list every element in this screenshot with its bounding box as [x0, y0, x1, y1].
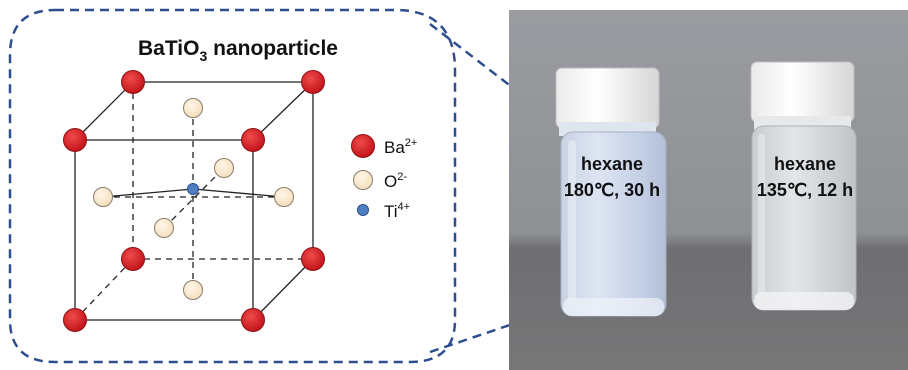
vial-left [555, 67, 667, 317]
barium-atom [121, 247, 145, 271]
oxygen-atom [274, 187, 294, 207]
callout-bubble [8, 8, 457, 364]
oxygen-atom [154, 218, 174, 238]
barium-atom [241, 308, 265, 332]
vial-left-solvent-label: hexane [581, 154, 643, 174]
diagram-title: BaTiO3 nanoparticle [138, 37, 338, 64]
crystal-lattice [74, 81, 314, 321]
legend-ti-swatch [357, 204, 369, 216]
barium-atoms [63, 70, 325, 332]
legend-ba-swatch [351, 134, 375, 158]
oxygen-atom [183, 98, 203, 118]
oxygen-atom [183, 280, 203, 300]
barium-atom [63, 128, 87, 152]
titanium-atom [187, 183, 199, 195]
vial-right-cap [750, 61, 855, 123]
oxygen-atom [214, 158, 234, 178]
legend-o-swatch [353, 170, 373, 190]
cube-edge [74, 81, 134, 141]
vial-right-conditions-label: 135℃, 12 h [757, 180, 853, 200]
bond-line [192, 188, 285, 198]
vial-right-solvent-label: hexane [774, 154, 836, 174]
barium-atom [121, 70, 145, 94]
legend-o-label: O2- [384, 171, 407, 191]
barium-atom [301, 70, 325, 94]
bond-line [163, 167, 225, 229]
bond-line [102, 188, 194, 198]
callout-pointer-bottom [429, 306, 561, 354]
vial-left-bottom [563, 298, 664, 316]
cube-edge [252, 258, 314, 321]
oxygen-atoms [93, 98, 294, 300]
barium-atom [63, 308, 87, 332]
vial-right-highlight [758, 134, 765, 299]
barium-atom [241, 128, 265, 152]
vial-right [750, 61, 857, 311]
cube-edge [252, 81, 314, 141]
legend-ti-label: Ti4+ [384, 201, 410, 221]
oxygen-atom [93, 187, 113, 207]
vial-right-bottom [754, 292, 854, 310]
barium-atom [301, 247, 325, 271]
legend-ba-label: Ba2+ [384, 137, 417, 157]
vial-left-conditions-label: 180℃, 30 h [564, 180, 660, 200]
vial-left-cap [555, 67, 660, 129]
legend: Ba2+ O2- Ti4+ [351, 134, 417, 221]
vial-left-highlight [568, 140, 576, 305]
vial-photo: hexane 180℃, 30 h hexane 135℃, 12 h [509, 10, 908, 370]
cube-hidden-edge [74, 258, 134, 321]
